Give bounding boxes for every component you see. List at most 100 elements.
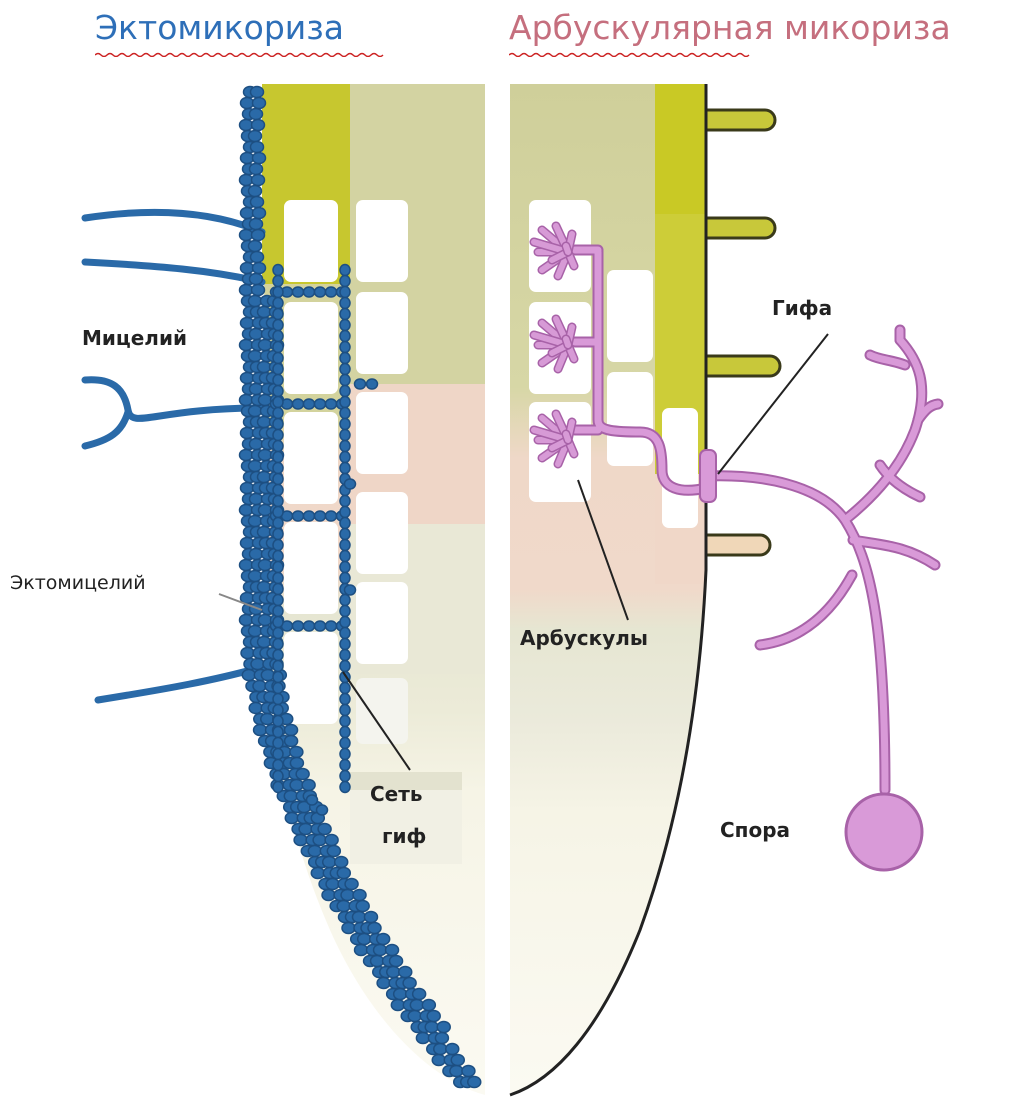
fungal-bead	[432, 1055, 445, 1066]
fungal-bead	[249, 131, 262, 142]
fungal-bead	[340, 287, 350, 298]
fungal-bead	[340, 760, 350, 771]
fungal-bead	[342, 923, 355, 934]
fungal-bead	[315, 511, 326, 521]
fungal-bead	[367, 379, 378, 389]
fungal-bead	[273, 320, 283, 331]
spore	[846, 794, 922, 870]
fungal-bead	[259, 505, 272, 516]
fungal-bead	[241, 483, 254, 494]
fungal-bead	[273, 441, 283, 452]
fungal-bead	[290, 747, 303, 758]
fungal-bead	[390, 956, 403, 967]
fungal-bead	[249, 406, 262, 417]
fungal-bead	[340, 551, 350, 562]
fungal-bead	[273, 727, 283, 738]
fungal-bead	[259, 395, 272, 406]
fungal-bead	[413, 989, 426, 1000]
label-hyphal-net-line2: гиф	[382, 824, 426, 848]
fungal-bead	[322, 890, 335, 901]
fungal-bead	[240, 505, 253, 516]
label-spore: Спора	[720, 818, 790, 842]
fungal-bead	[435, 1033, 448, 1044]
fungal-bead	[340, 683, 350, 694]
fungal-bead	[241, 263, 254, 274]
fungal-bead	[251, 252, 264, 263]
fungal-bead	[327, 846, 340, 857]
fungal-bead	[273, 606, 283, 617]
fungal-bead	[273, 672, 283, 683]
fungal-bead	[293, 621, 304, 631]
fungal-bead	[427, 1011, 440, 1022]
fungal-bead	[259, 340, 272, 351]
fungal-bead	[422, 1000, 435, 1011]
fungal-bead	[355, 945, 368, 956]
fungal-bead	[304, 511, 315, 521]
fungal-bead	[273, 419, 283, 430]
fungal-bead	[249, 351, 262, 362]
fungal-bead	[273, 474, 283, 485]
fungal-bead	[308, 846, 321, 857]
fungal-bead	[273, 529, 283, 540]
fungal-bead	[273, 386, 283, 397]
fungal-bead	[252, 120, 265, 131]
fungal-bead	[294, 835, 307, 846]
fungal-bead	[315, 399, 326, 409]
title-arb-underline	[509, 52, 751, 57]
fungal-bead	[355, 379, 366, 389]
fungal-bead	[258, 307, 271, 318]
fungal-bead	[340, 353, 350, 364]
fungal-bead	[340, 276, 350, 287]
fungal-bead	[273, 716, 283, 727]
fungal-bead	[368, 923, 381, 934]
fungal-bead	[462, 1066, 475, 1077]
fungal-bead	[253, 263, 266, 274]
fungal-bead	[259, 615, 272, 626]
fungal-bead	[273, 430, 283, 441]
fungal-bead	[273, 408, 283, 419]
fungal-bead	[364, 912, 377, 923]
fungal-bead	[273, 683, 283, 694]
fungal-bead	[340, 408, 350, 419]
fungal-bead	[258, 637, 271, 648]
fungal-bead	[356, 901, 369, 912]
fungal-bead	[323, 857, 336, 868]
fungal-bead	[273, 540, 283, 551]
fungal-bead	[340, 661, 350, 672]
fungal-bead	[273, 298, 283, 309]
fungal-bead	[315, 287, 326, 297]
fungal-bead	[387, 967, 400, 978]
fungal-bead	[273, 287, 283, 298]
fungal-bead	[241, 428, 254, 439]
label-hyphal-net-line1: Сеть	[370, 782, 422, 806]
fungal-bead	[293, 511, 304, 521]
fungal-bead	[250, 219, 263, 230]
fungal-bead	[293, 287, 304, 297]
fungal-bead	[340, 331, 350, 342]
title-arbuscular: Арбускулярная микориза	[509, 8, 951, 47]
fungal-bead	[285, 736, 298, 747]
fungal-bead	[254, 725, 267, 736]
fungal-bead	[340, 430, 350, 441]
fungal-bead	[340, 496, 350, 507]
fungal-bead	[340, 617, 350, 628]
fungal-bead	[273, 375, 283, 386]
fungal-bead	[337, 901, 350, 912]
fungal-bead	[285, 813, 298, 824]
fungal-bead	[242, 670, 255, 681]
fungal-bead	[326, 879, 339, 890]
fungal-bead	[408, 1011, 421, 1022]
fungal-bead	[250, 494, 263, 505]
fungal-bead	[250, 274, 263, 285]
fungal-bead	[273, 518, 283, 529]
fungal-bead	[345, 585, 356, 595]
fungal-bead	[340, 342, 350, 353]
fungal-bead	[250, 109, 263, 120]
fungal-bead	[340, 694, 350, 705]
fungal-bead	[261, 714, 274, 725]
fungal-bead	[241, 98, 254, 109]
fungal-bead	[340, 397, 350, 408]
title-ecto-underline	[95, 52, 385, 57]
fungal-bead	[240, 285, 253, 296]
